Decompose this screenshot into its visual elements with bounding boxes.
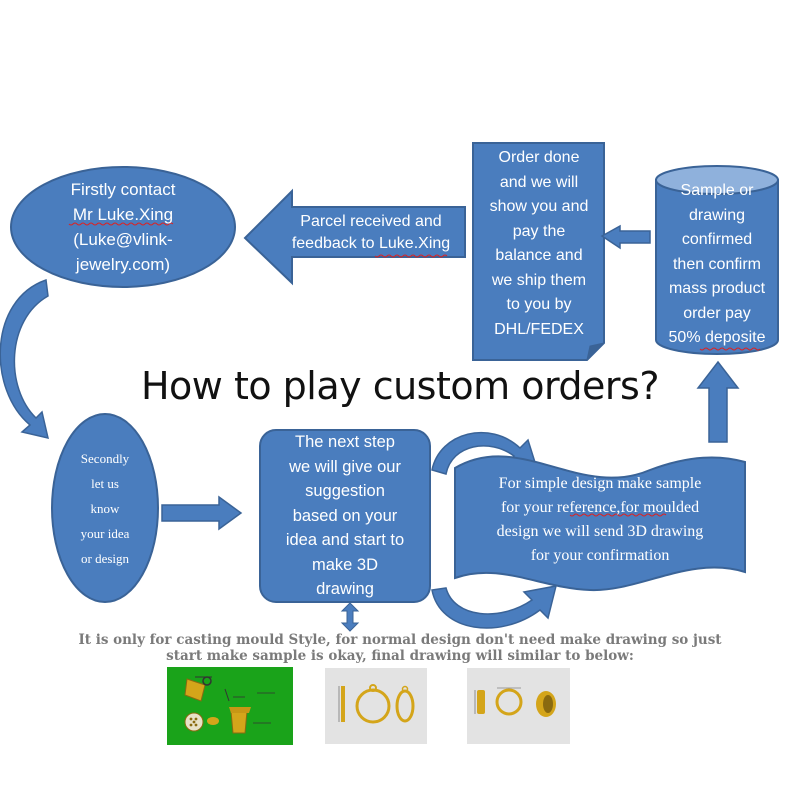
page-title: How to play custom orders? bbox=[140, 364, 660, 408]
next-line-5: idea and start to bbox=[285, 531, 405, 550]
secondly-line-3: know bbox=[90, 500, 120, 516]
contact-line-4: jewelry.com) bbox=[75, 255, 171, 274]
next-line-7: drawing bbox=[316, 580, 374, 599]
drawing-thumbnail-2 bbox=[325, 668, 427, 744]
note-line-1: It is only for casting mould Style, for … bbox=[78, 632, 722, 648]
order-line-6: we ship them bbox=[491, 271, 587, 289]
contact-text: Firstly contact Mr Luke.Xing (Luke@vlink… bbox=[33, 174, 213, 280]
simple-design-wave bbox=[454, 455, 746, 592]
drawing-thumbnail-1 bbox=[167, 667, 293, 745]
parcel-text: Parcel received and feedback to Luke.Xin… bbox=[276, 209, 466, 257]
contact-line-3: (Luke@vlink- bbox=[73, 230, 173, 249]
sample-line-1: Sample or bbox=[680, 182, 754, 200]
next-step-text: The next step we will give our suggestio… bbox=[262, 432, 428, 600]
small-arrow-left-icon bbox=[600, 224, 651, 250]
simple-design-text: For simple design make sample for your r… bbox=[455, 470, 745, 570]
simple-line-1: For simple design make sample bbox=[498, 475, 702, 492]
next-line-2: we will give our bbox=[289, 457, 401, 476]
block-arrow-right-icon bbox=[161, 495, 243, 531]
sample-line-2: drawing bbox=[688, 206, 746, 224]
order-line-1: Order done bbox=[498, 149, 580, 166]
order-line-4: pay the bbox=[512, 222, 566, 240]
sample-line-3: confirmed bbox=[681, 231, 753, 249]
contact-line-1: Firstly contact bbox=[70, 180, 176, 199]
sample-cylinder bbox=[655, 179, 779, 355]
next-line-6: make 3D bbox=[311, 555, 379, 574]
block-arrow-up-icon bbox=[696, 360, 740, 443]
next-step-box bbox=[259, 429, 431, 603]
simple-line-2: for your reference,for moulded bbox=[500, 499, 700, 516]
secondly-line-1: Secondly bbox=[80, 450, 130, 466]
double-arrow-vertical-icon bbox=[340, 602, 360, 632]
sample-line-7: 50% deposite bbox=[668, 329, 766, 347]
secondly-text: Secondly let us know your idea or design bbox=[60, 445, 150, 571]
order-line-3: show you and bbox=[489, 198, 589, 215]
drawing-thumbnail-3 bbox=[467, 668, 570, 744]
secondly-ellipse bbox=[51, 413, 159, 603]
order-done-text: Order done and we will show you and pay … bbox=[475, 144, 603, 344]
sample-line-6: order pay bbox=[683, 304, 751, 322]
contact-ellipse bbox=[10, 166, 236, 288]
sample-line-4: then confirm bbox=[672, 255, 762, 273]
note-line-2: start make sample is okay, final drawing… bbox=[166, 648, 634, 664]
secondly-line-2: let us bbox=[91, 475, 119, 491]
casting-note: It is only for casting mould Style, for … bbox=[40, 632, 760, 664]
next-line-4: based on your bbox=[292, 506, 398, 525]
next-line-3: suggestion bbox=[305, 482, 385, 501]
secondly-line-4: your idea bbox=[80, 525, 130, 541]
sample-line-5: mass product bbox=[668, 280, 766, 298]
next-line-1: The next step bbox=[295, 433, 395, 452]
parcel-line-2: feedback to Luke.Xing bbox=[291, 235, 451, 252]
curved-arrow-bottom-icon bbox=[431, 585, 558, 629]
contact-line-2: Mr Luke.Xing bbox=[72, 205, 174, 224]
simple-line-3: design we will send 3D drawing bbox=[496, 523, 704, 540]
order-line-5: balance and bbox=[495, 247, 583, 264]
sample-text: Sample or drawing confirmed then confirm… bbox=[656, 180, 778, 350]
simple-line-4: for your confirmation bbox=[530, 547, 670, 564]
curved-arrow-icon bbox=[0, 278, 50, 440]
order-line-7: to you by bbox=[506, 296, 572, 313]
order-line-2: and we will bbox=[499, 173, 579, 191]
block-arrow-left-icon bbox=[243, 188, 466, 286]
parcel-line-1: Parcel received and bbox=[300, 213, 442, 230]
order-line-8: DHL/FEDEX bbox=[494, 320, 584, 338]
secondly-line-5: or design bbox=[80, 550, 130, 566]
